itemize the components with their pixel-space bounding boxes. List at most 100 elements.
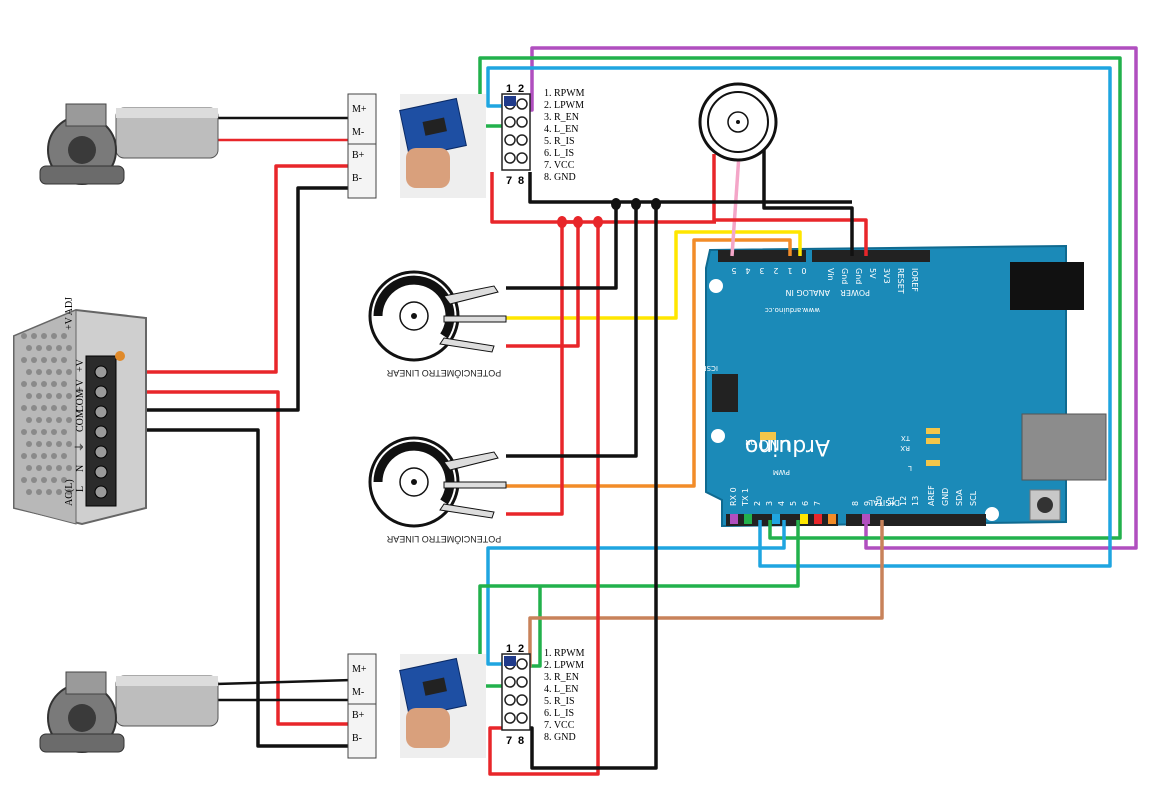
driver-pin-label: 7. VCC <box>544 160 575 171</box>
driver-pin-label: 6. L_IS <box>544 148 574 159</box>
power-pin-label: IOREF <box>910 268 919 292</box>
wire-green-bottom <box>478 520 800 688</box>
driver-pin-label: 3. R_EN <box>544 112 579 123</box>
ps-terminal-label: L <box>75 486 86 492</box>
icsp-header <box>712 374 738 412</box>
digital-pin-label: 5 <box>789 501 798 506</box>
ps-ac-label: AC(L) <box>64 479 75 506</box>
ps-terminal-label: +V <box>75 378 86 392</box>
driver-pin-label: 1. RPWM <box>544 88 585 99</box>
arduino-model: UNO <box>758 436 790 452</box>
l-led <box>926 460 940 466</box>
driver-pin <box>504 134 516 146</box>
tx-led <box>926 428 940 434</box>
digital-label: DIGITAL <box>868 498 900 507</box>
digital-pin-label: RX 0 <box>729 487 738 506</box>
wire-black-pot2 <box>506 202 638 458</box>
ps-terminal-label: N <box>75 465 86 472</box>
driver-pin <box>504 712 516 724</box>
digital-pin-label: 9 <box>863 501 872 506</box>
ps-screw <box>94 405 108 419</box>
pot-lug <box>443 451 499 471</box>
motor-terminal-label: B- <box>352 173 362 184</box>
pwm-label: PWM <box>773 468 790 476</box>
motor-terminal-label: M- <box>352 127 364 138</box>
wire-orange <box>506 238 792 488</box>
driver-pin <box>504 152 516 164</box>
wire-ps-red-1 <box>116 164 352 374</box>
ps-screw <box>94 485 108 499</box>
header-label: GND <box>941 488 950 506</box>
digital-pin-label: 13 <box>911 496 920 506</box>
wire-junctions <box>557 198 661 228</box>
digital-header-low <box>726 514 838 526</box>
wire-purple <box>524 46 1138 550</box>
digital-pin-label: 10 <box>875 496 884 506</box>
header-label: SDA <box>955 489 964 506</box>
wire-brown <box>524 520 884 668</box>
potentiometer-bottom: POTENCIÔMETRO LINEAR <box>368 436 507 544</box>
header-label: AREF <box>927 485 936 506</box>
motor-terminal-label: M- <box>352 687 364 698</box>
pot-lug <box>443 285 499 305</box>
header-label-2: 2 <box>518 83 524 95</box>
motor-terminal-label: B+ <box>352 710 365 721</box>
motor-terminal-block <box>347 653 377 759</box>
wires <box>116 46 1138 776</box>
analog-header <box>718 250 806 262</box>
sensor-disc <box>698 82 778 162</box>
mount-hole <box>985 507 999 521</box>
driver-pin-label: 4. L_EN <box>544 684 578 695</box>
wire-ps-red-2 <box>116 390 352 726</box>
ps-terminal-label: COM <box>75 409 86 432</box>
potentiometer-label: POTENCIÔMETRO LINEAR <box>386 534 501 544</box>
driver-pin-label: 8. GND <box>544 172 576 183</box>
on-led <box>760 432 776 440</box>
power-pin-label: 3V3 <box>882 268 891 284</box>
digital-pin-label: 3 <box>765 501 774 506</box>
digital-pin-label: 4 <box>777 501 786 506</box>
mount-hole <box>709 279 723 293</box>
motor-terminal-label: M+ <box>352 104 367 115</box>
power-pin-label: Gnd <box>854 268 863 284</box>
driver-pin <box>516 712 528 724</box>
power-pin-label: Gnd <box>840 268 849 284</box>
dc-motor-top <box>39 103 219 185</box>
rx-label: RX <box>900 444 910 452</box>
driver-pin-label: 6. L_IS <box>544 708 574 719</box>
analog-pin-label: 5 <box>731 266 736 275</box>
wire-red-pot2 <box>506 222 564 516</box>
arduino-url: www.arduino.cc <box>765 306 820 314</box>
analog-pin-label: 1 <box>787 266 792 275</box>
driver-pin <box>504 694 516 706</box>
power-pin-label: Vin <box>826 268 835 281</box>
rx-led <box>926 438 940 444</box>
wire-yellow <box>506 230 802 320</box>
driver-pin-label: 1. RPWM <box>544 648 585 659</box>
pot-lug <box>439 503 495 519</box>
motor-terminal-label: B+ <box>352 150 365 161</box>
driver-pin <box>516 116 528 128</box>
pot-lug <box>439 337 495 353</box>
analog-pin-label: 0 <box>801 266 806 275</box>
driver-pin <box>516 134 528 146</box>
ps-screw <box>94 385 108 399</box>
wire-blue-bottom <box>486 520 786 666</box>
digital-pin-label: 7 <box>813 501 822 506</box>
tx-label: TX <box>901 434 911 442</box>
ps-terminal-label: +V <box>75 358 86 372</box>
driver-pin <box>504 676 516 688</box>
wire-black-pot1 <box>506 202 618 290</box>
icsp-label: ICSP <box>702 364 718 372</box>
ps-screw <box>94 465 108 479</box>
ps-screw <box>94 365 108 379</box>
motor-terminal-label: B- <box>352 733 362 744</box>
wire-red-sensor <box>712 154 868 256</box>
digital-pin-label: TX 1 <box>741 488 750 507</box>
motor-terminal-label: M+ <box>352 664 367 675</box>
driver-pin-label: 8. GND <box>544 732 576 743</box>
pot-lug <box>443 481 507 489</box>
digital-pin-label: 11 <box>887 496 896 506</box>
